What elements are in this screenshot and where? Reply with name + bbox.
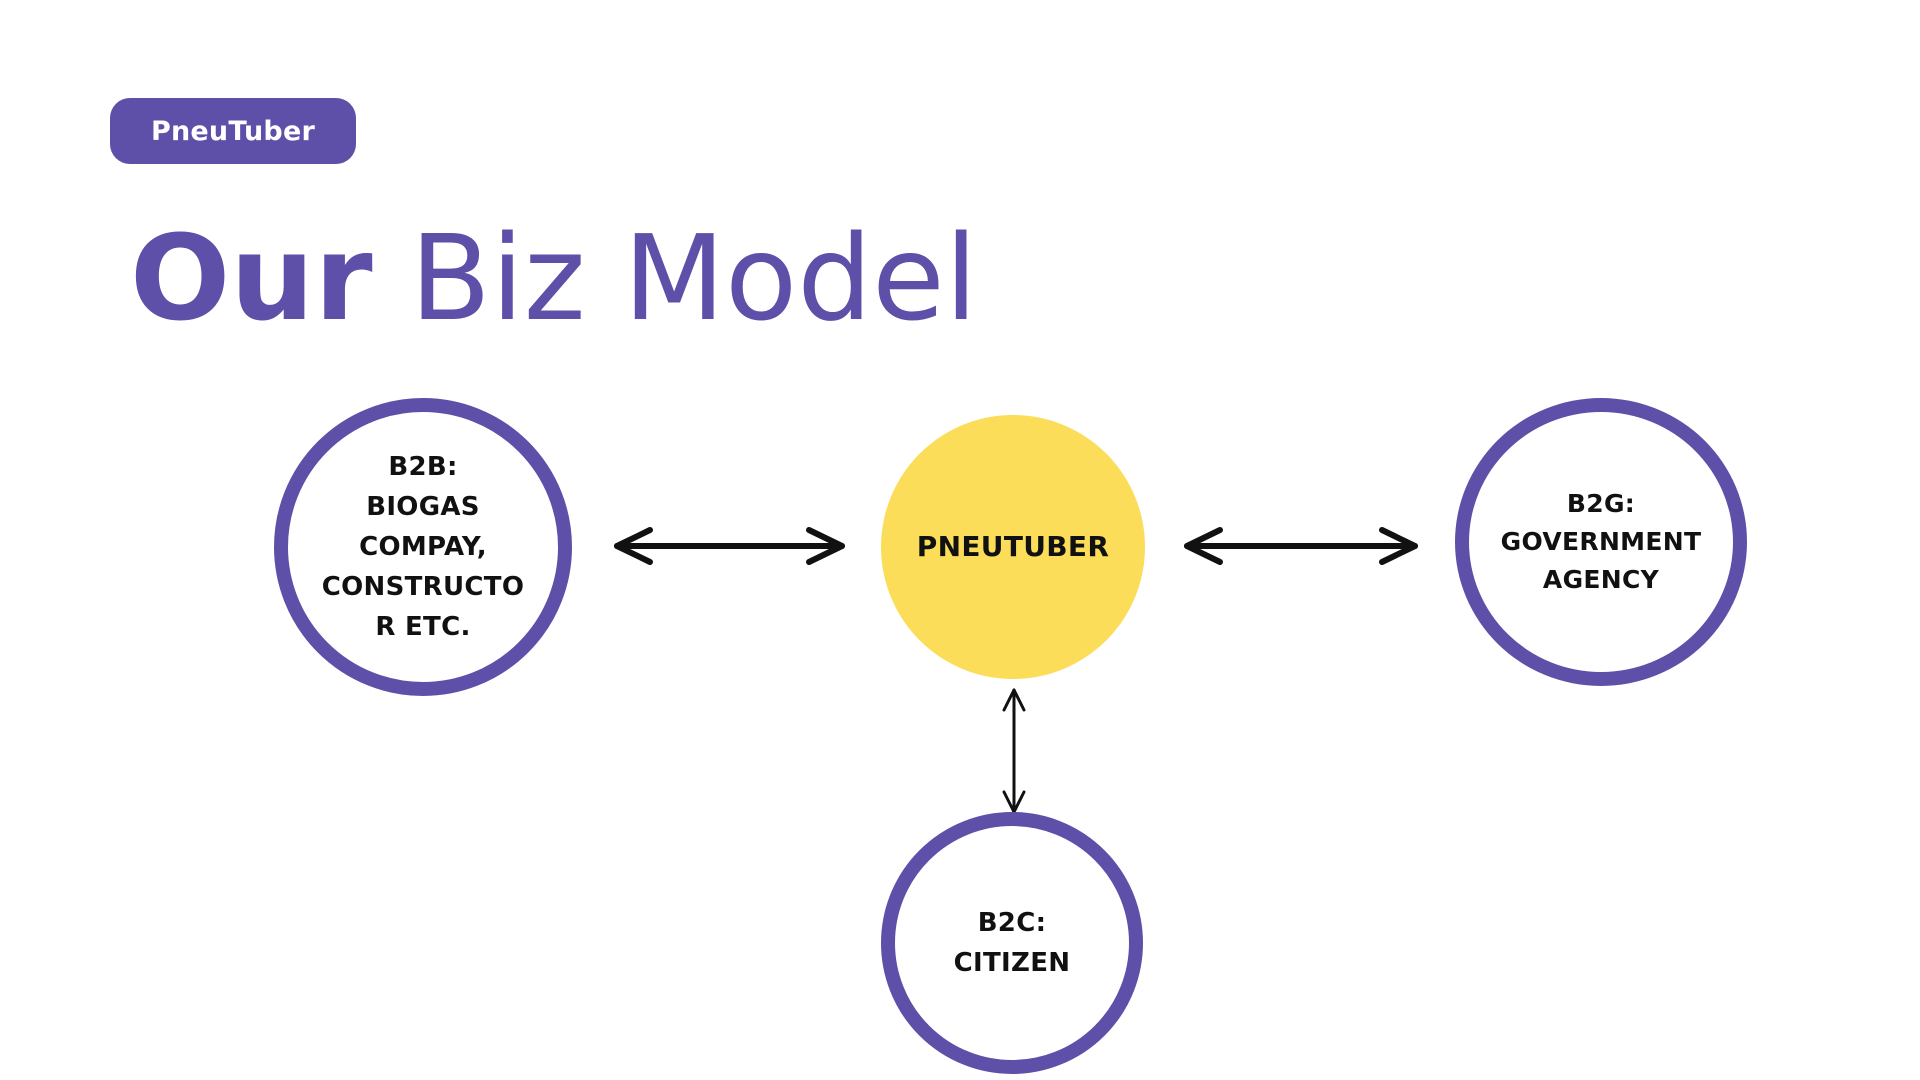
brand-badge-label: PneuTuber [151,115,315,147]
arrow-b2b-center [614,527,845,565]
node-b2c: B2C: CITIZEN [881,812,1143,1074]
node-b2g: B2G: GOVERNMENT AGENCY [1455,398,1747,686]
brand-badge: PneuTuber [110,98,356,164]
node-center: PNEUTUBER [881,415,1145,679]
arrow-center-b2g [1184,527,1418,565]
arrow-center-b2c [1002,688,1026,814]
page-title-light: Biz Model [410,209,978,347]
node-b2b: B2B: BIOGAS COMPAY, CONSTRUCTO R ETC. [274,398,572,696]
page-title-bold: Our [130,209,373,347]
node-b2b-label: B2B: BIOGAS COMPAY, CONSTRUCTO R ETC. [321,452,525,642]
node-b2c-label: B2C: CITIZEN [953,908,1071,978]
page-title: Our Biz Model [130,208,978,350]
node-center-label: PNEUTUBER [916,530,1110,563]
node-b2g-label: B2G: GOVERNMENT AGENCY [1500,489,1702,594]
